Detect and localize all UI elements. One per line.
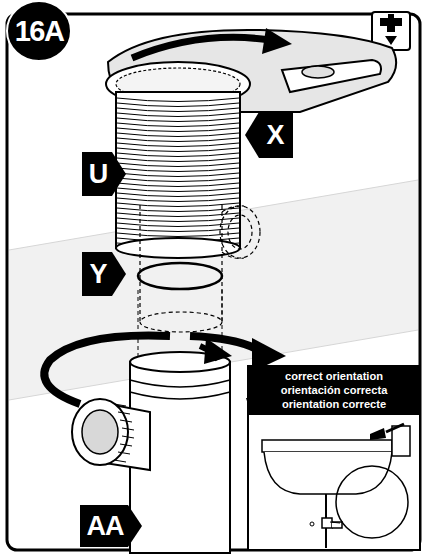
inset-panel-part (262, 440, 392, 452)
callout-pointer: Y (82, 252, 126, 296)
drain-pipe-part (114, 404, 134, 462)
ghost-drain-pipe-part (140, 312, 222, 332)
threaded-tailpiece-part (117, 158, 239, 162)
threaded-tailpiece-part (117, 168, 239, 172)
sink-underside-part (262, 28, 292, 54)
threaded-tailpiece-part (117, 233, 239, 237)
ghost-drain-pipe-part (220, 206, 260, 258)
drain-pipe-part (114, 404, 134, 462)
drain-pipe-part (72, 399, 128, 465)
rotation-arrow-part (204, 338, 232, 364)
callout-pointer: AA (80, 505, 142, 547)
sink-underside-part (132, 37, 270, 58)
faucet-icon-part (388, 14, 394, 20)
pointer-fill (245, 112, 293, 158)
badge-fill (7, 1, 71, 61)
inset-panel-part (264, 452, 392, 494)
drain-pipe (72, 352, 230, 553)
sink-underside-part (302, 66, 334, 78)
orientation-note: orientation correcte (250, 397, 418, 411)
callout-letter: X (266, 120, 283, 151)
threaded-tailpiece-part (117, 198, 239, 202)
inset-panel-part (336, 466, 408, 538)
threaded-tailpiece-part (117, 148, 239, 152)
threaded-tailpiece-part (117, 128, 239, 132)
ghost-drain-pipe (140, 205, 260, 332)
threaded-tailpiece-part (117, 103, 239, 107)
alignment-lines-part (138, 290, 139, 362)
inset-panel-part (386, 424, 404, 432)
callout-letter: AA (87, 511, 124, 542)
pointer-fill (80, 505, 142, 547)
callout-letter: U (89, 159, 108, 190)
orientation-note: correct orientation (250, 369, 418, 383)
inset-panel-part (330, 522, 340, 523)
callout-pointer: U (82, 152, 126, 196)
orientation-note: orientación correcta (250, 383, 418, 397)
threaded-tailpiece-part (117, 163, 239, 167)
threaded-tailpiece-part (117, 138, 239, 142)
drain-pipe-part (130, 380, 230, 399)
threaded-tailpiece-part (117, 203, 239, 207)
threaded-tailpiece-part (117, 113, 239, 117)
faucet-icon-part (387, 26, 395, 32)
callout-letter: Y (89, 259, 106, 290)
threaded-tailpiece-part (117, 118, 239, 122)
ghost-drain-pipe-part (228, 215, 252, 249)
threaded-tailpiece-part (117, 133, 239, 137)
sink-underside-part (282, 60, 381, 92)
inset-panel-part (310, 522, 314, 526)
inset-panel-part (392, 426, 410, 456)
o-ring-part (138, 263, 222, 289)
inset-panel-part (248, 366, 420, 550)
faucet-icon-part (385, 36, 397, 45)
step-number: 16A (15, 15, 64, 48)
drain-pipe-part (82, 410, 118, 454)
inset-panel: correct orientationorientación correctao… (248, 366, 420, 550)
threaded-tailpiece-part (117, 153, 239, 157)
inset-panel-part (370, 428, 386, 440)
threaded-tailpiece-part (117, 213, 239, 217)
threaded-tailpiece-part (117, 218, 239, 222)
threaded-tailpiece-part (117, 228, 239, 232)
threaded-tailpiece-part (117, 193, 239, 197)
threaded-tailpiece-part (117, 108, 239, 112)
threaded-tailpiece-part (117, 143, 239, 147)
step-badge: 16A (6, 0, 72, 62)
pointer-fill (82, 152, 126, 196)
threaded-tailpiece-part (117, 178, 239, 182)
inset-panel (248, 366, 420, 550)
threaded-tailpiece-part (117, 183, 239, 187)
pointer-fill (82, 252, 126, 296)
inset-panel-part (322, 518, 332, 528)
rotation-arrow-part (44, 336, 170, 405)
threaded-tailpiece-part (117, 208, 239, 212)
threaded-tailpiece-part (117, 188, 239, 192)
threaded-tailpiece-part (117, 173, 239, 177)
callout-pointer: X (245, 112, 293, 158)
caption-band: correct orientationorientación correctao… (248, 366, 420, 415)
threaded-tailpiece-part (117, 123, 239, 127)
threaded-tailpiece-part (117, 98, 239, 102)
o-ring (138, 263, 222, 289)
ghost-drain-pipe-part (222, 206, 244, 259)
